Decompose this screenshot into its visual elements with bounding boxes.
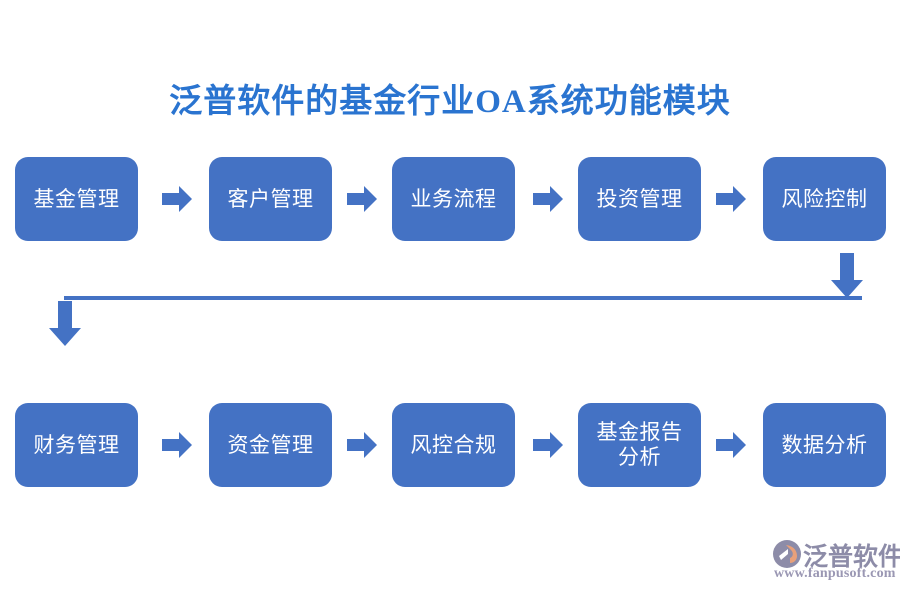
flow-node-label: 风险控制 <box>781 186 868 211</box>
flow-node-capital-management[interactable]: 资金管理 <box>209 403 332 487</box>
flow-node-label: 投资管理 <box>596 186 683 211</box>
fanpu-logo-icon <box>772 539 802 569</box>
arrow-right-icon <box>160 182 194 216</box>
flow-node-label: 资金管理 <box>227 432 314 457</box>
flow-node-label: 基金报告 分析 <box>596 420 683 469</box>
arrow-right-icon <box>160 428 194 462</box>
row-connector-line <box>64 296 862 300</box>
arrow-right-icon <box>531 428 565 462</box>
flow-node-investment-management[interactable]: 投资管理 <box>578 157 701 241</box>
flow-node-customer-management[interactable]: 客户管理 <box>209 157 332 241</box>
flow-node-label: 数据分析 <box>781 432 868 457</box>
flow-node-finance-management[interactable]: 财务管理 <box>15 403 138 487</box>
flow-node-label: 风控合规 <box>410 432 497 457</box>
flow-node-label: 基金管理 <box>33 186 120 211</box>
arrow-right-icon <box>531 182 565 216</box>
arrow-right-icon <box>714 428 748 462</box>
arrow-right-icon <box>714 182 748 216</box>
arrow-down-icon-left <box>46 300 84 348</box>
flow-node-data-analysis[interactable]: 数据分析 <box>763 403 886 487</box>
flow-node-label: 客户管理 <box>227 186 314 211</box>
flow-node-label: 财务管理 <box>33 432 120 457</box>
page-title: 泛普软件的基金行业OA系统功能模块 <box>169 84 731 120</box>
arrow-right-icon <box>345 182 379 216</box>
flow-node-fund-report-analysis[interactable]: 基金报告 分析 <box>578 403 701 487</box>
flow-node-fund-management[interactable]: 基金管理 <box>15 157 138 241</box>
flow-node-risk-control[interactable]: 风险控制 <box>763 157 886 241</box>
flow-node-risk-compliance[interactable]: 风控合规 <box>392 403 515 487</box>
brand-logo: 泛普软件 www.fanpusoft.com <box>772 537 900 585</box>
brand-url: www.fanpusoft.com <box>774 566 896 581</box>
flow-node-label: 业务流程 <box>410 186 497 211</box>
brand-name: 泛普软件 <box>803 544 900 571</box>
flow-node-business-process[interactable]: 业务流程 <box>392 157 515 241</box>
arrow-down-icon-right <box>828 252 866 300</box>
arrow-right-icon <box>345 428 379 462</box>
